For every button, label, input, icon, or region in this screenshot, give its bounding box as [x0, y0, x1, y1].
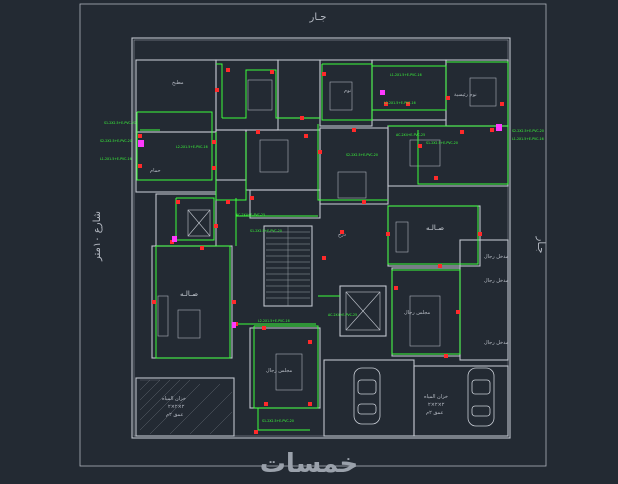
circuit-tag: S2-2X2.5+E-PVC-20 [346, 153, 378, 157]
room-label-salon: صـالـه [180, 290, 198, 298]
circuit-tags: S1-2X2.5+E-PVC-20 S2-2X2.5+E-PVC-20 L1-2… [100, 73, 544, 423]
room-label-bedroom-1: نوم [344, 88, 351, 94]
circuit-tag: S1-2X2.5+E-PVC-20 [426, 141, 458, 145]
room-labels: مطبخ حمام صـالـه صـالـه مجلس رجال مجلس ر… [150, 80, 509, 418]
circuit-tag: L1-2X1.5+E-PVC-16 [100, 157, 132, 161]
garden-hatch [139, 379, 233, 435]
lift-shaft [187, 209, 381, 331]
room-label-kitchen: مطبخ [172, 80, 184, 86]
tank-left-title: خزان المياه [162, 396, 186, 402]
circuit-tag: L2-2X1.5+E-PVC-16 [258, 319, 290, 323]
room-label-living-right: مجلس رجال [404, 310, 431, 316]
circuit-tag: S1-2X2.5+E-PVC-20 [250, 229, 282, 233]
room-label-bedroom-2: نوم رئيسية [454, 92, 477, 98]
room-label-side-2: مدخل رجال [484, 278, 509, 284]
car-left [353, 367, 381, 425]
tank-left-dim: ٢×٢×٢ [168, 404, 185, 410]
tank-right-title: خزان المياه [424, 394, 448, 400]
stair-treads [266, 226, 310, 306]
building-walls [131, 37, 511, 439]
street-label-right: جـار [535, 236, 546, 254]
circuit-tag: L2-2X1.5+E-PVC-16 [176, 145, 208, 149]
tank-left-depth: عمق ٢م [166, 412, 183, 418]
circuit-tag: AC-2X4+E-PVC-25 [236, 213, 265, 217]
circuit-tag: S2-2X2.5+E-PVC-20 [512, 129, 544, 133]
circuit-tag: AC-2X4+E-PVC-25 [328, 313, 357, 317]
sheet-border [79, 3, 547, 467]
room-label-living-bottom: مجلس رجال [266, 368, 293, 374]
street-label-left: شارع ١٠متر [92, 211, 103, 262]
street-label-top: جـار [309, 12, 327, 23]
circuit-tag: S1-2X2.5+E-PVC-20 [104, 121, 136, 125]
room-label-salon-right: صـالـه [426, 224, 444, 232]
circuit-tag: S1-2X2.5+E-PVC-20 [262, 419, 294, 423]
tank-right-dim: ٢×٢×٢ [428, 402, 445, 408]
tank-right-depth: عمق ٢م [426, 410, 443, 416]
room-label-side-3: مدخل رجال [484, 340, 509, 346]
furniture [157, 77, 497, 391]
circuit-tag: L1-2X1.5+E-PVC-16 [390, 73, 422, 77]
electrical-devices [138, 68, 504, 434]
circuit-tag: S2-2X2.5+E-PVC-20 [100, 139, 132, 143]
room-label-bath: حمام [150, 168, 161, 174]
room-label-stairs: درج [338, 232, 346, 238]
circuit-tag: L2-2X1.5+E-PVC-16 [384, 101, 416, 105]
watermark-logo: خمسات [260, 449, 359, 479]
circuit-lines [136, 61, 509, 431]
room-label-side-1: مدخل رجال [484, 254, 509, 260]
circuit-tag: L1-2X1.5+E-PVC-16 [512, 137, 544, 141]
appliances [138, 90, 502, 328]
car-right [467, 367, 495, 427]
circuit-tag: AC-2X4+E-PVC-25 [396, 133, 425, 137]
